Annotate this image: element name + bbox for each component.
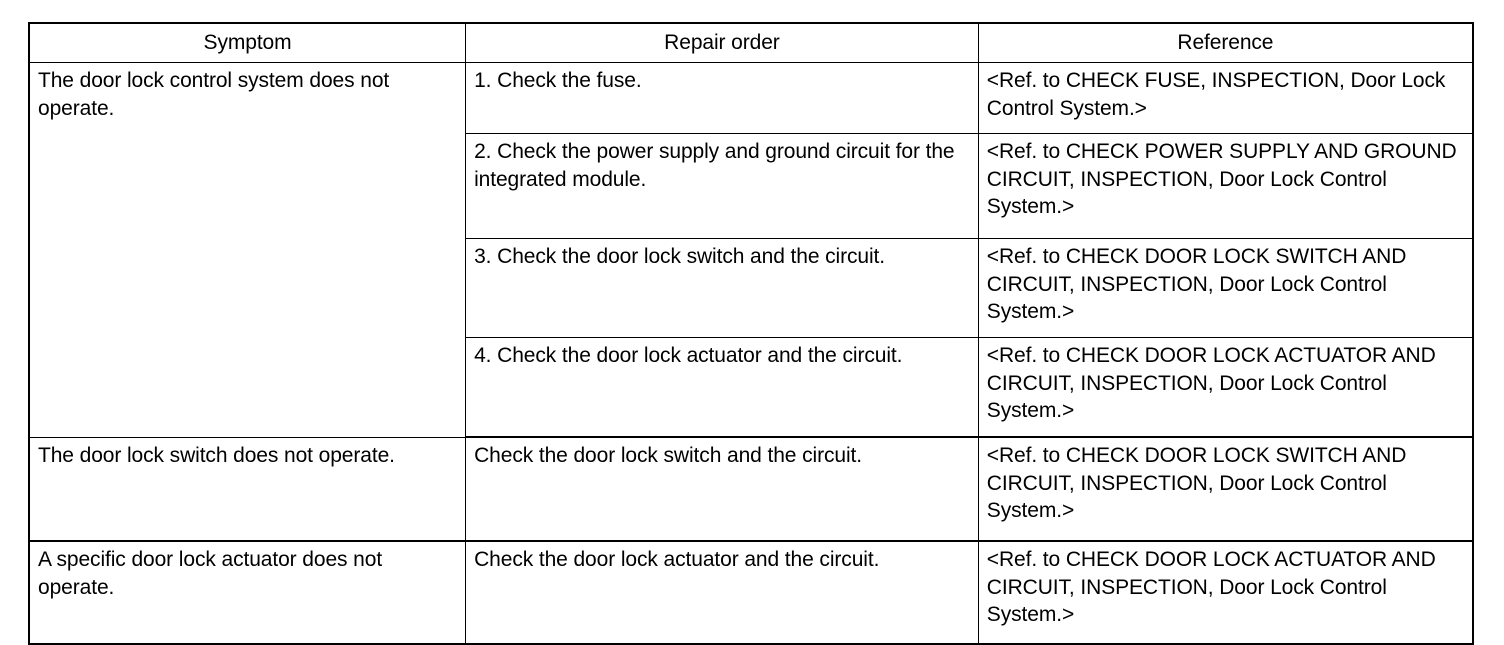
repair-order-cell: Check the door lock actuator and the cir…	[465, 540, 979, 645]
repair-order-cell: 1. Check the fuse.	[465, 62, 979, 134]
table-header: Symptom Repair order Reference	[28, 22, 1474, 63]
column-header-reference: Reference	[977, 22, 1474, 63]
reference-cell: <Ref. to CHECK POWER SUPPLY AND GROUND C…	[977, 133, 1474, 239]
repair-order-cell: 4. Check the door lock actuator and the …	[465, 337, 979, 438]
table-row: The door lock control system does not op…	[28, 62, 1474, 438]
table-row: 4. Check the door lock actuator and the …	[29, 337, 1474, 438]
table-body: The door lock control system does not op…	[28, 62, 1474, 645]
diagnostics-table: Symptom Repair order Reference The door …	[28, 22, 1474, 645]
repair-order-cell: 2. Check the power supply and ground cir…	[465, 133, 979, 239]
table-row: A specific door lock actuator does not o…	[28, 540, 1474, 645]
reference-cell: <Ref. to CHECK DOOR LOCK SWITCH AND CIRC…	[977, 436, 1474, 542]
symptom-cell: The door lock control system does not op…	[28, 62, 467, 438]
table-row: The door lock switch does not operate. C…	[28, 436, 1474, 542]
reference-cell: <Ref. to CHECK DOOR LOCK ACTUATOR AND CI…	[977, 337, 1474, 438]
table-row: 3. Check the door lock switch and the ci…	[29, 238, 1474, 338]
reference-cell: <Ref. to CHECK DOOR LOCK ACTUATOR AND CI…	[977, 540, 1474, 645]
repair-order-cell: Check the door lock switch and the circu…	[465, 436, 979, 542]
reference-cell: <Ref. to CHECK FUSE, INSPECTION, Door Lo…	[977, 62, 1474, 134]
page-root: Symptom Repair order Reference The door …	[28, 22, 1474, 645]
column-header-symptom: Symptom	[28, 22, 467, 63]
header-row: Symptom Repair order Reference	[28, 22, 1474, 63]
column-header-repair-order: Repair order	[465, 22, 979, 63]
symptom-cell: The door lock switch does not operate.	[28, 436, 467, 542]
symptom-cell: A specific door lock actuator does not o…	[28, 540, 467, 645]
reference-cell: <Ref. to CHECK DOOR LOCK SWITCH AND CIRC…	[977, 238, 1474, 338]
table-row: 2. Check the power supply and ground cir…	[29, 133, 1474, 239]
repair-order-cell: 3. Check the door lock switch and the ci…	[465, 238, 979, 338]
